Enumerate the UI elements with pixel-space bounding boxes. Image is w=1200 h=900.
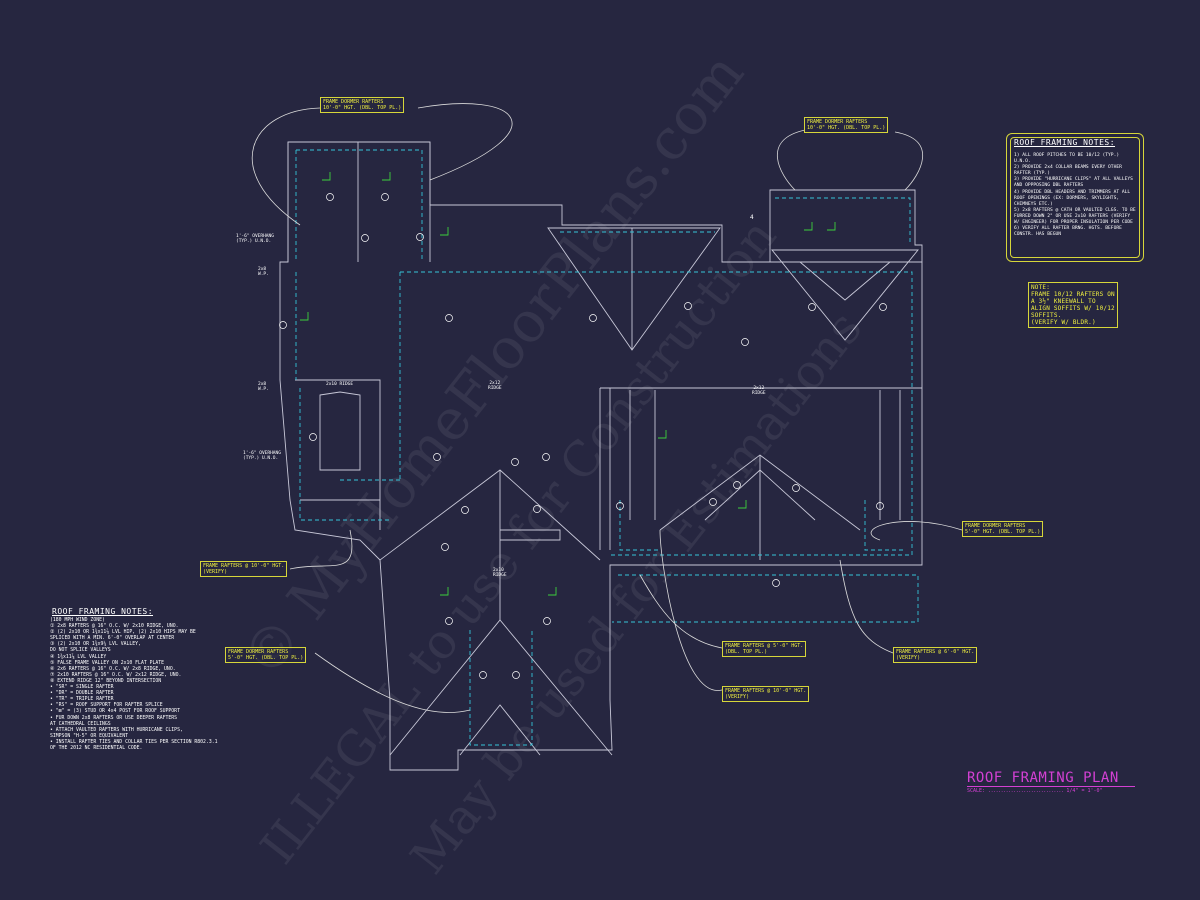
note-item: 4) PROVIDE DBL HEADERS AND TRIMMERS AT A… [1014, 189, 1131, 207]
legend-list: (180 MPH WIND ZONE) ① 2x8 RAFTERS @ 16" … [50, 618, 230, 752]
legend-item: • "RS" = ROOF SUPPORT FOR RAFTER SPLICE [50, 703, 163, 709]
legend-item: ⑤ FALSE FRAME VALLEY ON 2x10 FLAT PLATE [50, 660, 165, 666]
roof-framing-notes-box [1006, 133, 1144, 262]
ridge-label-1: 2x10 RIDGE [326, 382, 354, 387]
legend-item: ③ (2) 2x10 OR 1¾x9¼ LVL VALLEY, [50, 642, 141, 648]
legend-item: (180 MPH WIND ZONE) [50, 618, 105, 623]
plan-number-4: 4 [750, 214, 754, 221]
note-item: 6) VERIFY ALL RAFTER BRNG. HGTS. BEFORE … [1014, 226, 1122, 238]
legend-item: • "DR" = DOUBLE RAFTER [50, 691, 114, 697]
roof-framing-notes-list: 1) ALL ROOF PITCHES TO BE 10/12 (TYP.) U… [1014, 153, 1138, 238]
legend-title: ROOF FRAMING NOTES: [52, 607, 154, 616]
legend-item: • "⊠" = (3) STUD OR 4x4 POST FOR ROOF SU… [50, 709, 180, 715]
plan-scale: SCALE: .............................. 1/… [967, 788, 1103, 794]
callout-rafters-10ft-bottom: FRAME RAFTERS @ 10'-0" HGT. (VERIFY) [722, 686, 810, 702]
roof-framing-notes-title: ROOF FRAMING NOTES: [1014, 138, 1116, 147]
legend-item: • "SR" = SINGLE RAFTER [50, 685, 114, 691]
legend-item: DO NOT SPLICE VALLEYS [50, 648, 111, 654]
plan-title-rule [967, 786, 1135, 787]
legend-item: • FUR DOWN 2x8 RAFTERS OR USE DEEPER RAF… [50, 715, 178, 721]
callout-rafters-left: FRAME RAFTERS @ 10'-0" HGT. (VERIFY) [200, 561, 288, 577]
overhang-label-1: 1'-6" OVERHANG (TYP.) U.N.O. [236, 234, 274, 244]
legend-item: SPLICED WITH A MIN. 6'-0" OVERLAP AT CEN… [50, 636, 175, 642]
legend-item: ② (2) 2x10 OR 1¾x11⅞ LVL HIP, (2) 2x10 H… [50, 630, 196, 636]
legend-item: OF THE 2012 NC RESIDENTIAL CODE. [50, 745, 143, 751]
legend-item: ⑧ EXTEND RIDGE 12" BEYOND INTERSECTION [50, 678, 162, 684]
legend-item: • "TR" = TRIPLE RAFTER [50, 697, 114, 703]
legend-item: ⑥ 2x6 RAFTERS @ 16" O.C. W/ 2x8 RIDGE, U… [50, 666, 176, 672]
note-item: 5) 2x8 RAFTERS @ CATH OR VAULTED CLGS. T… [1014, 207, 1136, 226]
plan-title: ROOF FRAMING PLAN [967, 770, 1119, 786]
callout-dormer-right: FRAME DORMER RAFTERS 5'-0" HGT. (DBL. TO… [962, 521, 1044, 537]
wp-label-2: 2x8 W.P. [258, 382, 269, 392]
legend-item: SIMPSON "H-5" OR EQUIVALENT [50, 733, 128, 739]
legend-item: ④ 1¾x11⅞ LVL VALLEY [50, 654, 107, 660]
overhang-label-2: 1'-6" OVERHANG (TYP.) U.N.O. [243, 451, 281, 461]
callout-rafters-6ft: FRAME RAFTERS @ 6'-0" HGT. (VERIFY) [893, 647, 978, 663]
legend-item: AT CATHEDRAL CEILINGS [50, 721, 111, 727]
ridge-label-2: 2x12 RIDGE [488, 381, 502, 391]
callout-dormer-top-right: FRAME DORMER RAFTERS 10'-0" HGT. (DBL. T… [804, 117, 889, 133]
ridge-label-3: 2x12 RIDGE [752, 386, 766, 396]
legend-item: • ATTACH VAULTED RAFTERS WITH HURRICANE … [50, 727, 183, 733]
note-item: 2) PROVIDE 2x4 COLLAR BEAMS EVERY OTHER … [1014, 165, 1122, 177]
wp-label-1: 2x8 W.P. [258, 267, 269, 277]
scale-value: 1/4" = 1'-0" [1066, 788, 1103, 794]
callout-dormer-bottom-left: FRAME DORMER RAFTERS 5'-0" HGT. (DBL. TO… [225, 647, 307, 663]
kneewall-note: NOTE: FRAME 10/12 RAFTERS ON A 3½" KNEEW… [1028, 282, 1118, 328]
note-item: 3) PROVIDE "HURRICANE CLIPS" AT ALL VALL… [1014, 177, 1133, 189]
callout-rafters-5ft: FRAME RAFTERS @ 5'-0" HGT. (DBL. TOP PL.… [722, 641, 807, 657]
ridge-label-4: 2x10 RIDGE [493, 568, 507, 578]
legend-item: ⑦ 2x10 RAFTERS @ 16" O.C. W/ 2x12 RIDGE,… [50, 672, 182, 678]
scale-label: SCALE: [967, 788, 986, 794]
legend-item: ① 2x8 RAFTERS @ 16" O.C. W/ 2x10 RIDGE, … [50, 624, 179, 630]
callout-dormer-top-left: FRAME DORMER RAFTERS 10'-0" HGT. (DBL. T… [320, 97, 405, 113]
note-item: 1) ALL ROOF PITCHES TO BE 10/12 (TYP.) U… [1014, 153, 1120, 165]
legend-item: • INSTALL RAFTER TIES AND COLLAR TIES PE… [50, 739, 218, 745]
